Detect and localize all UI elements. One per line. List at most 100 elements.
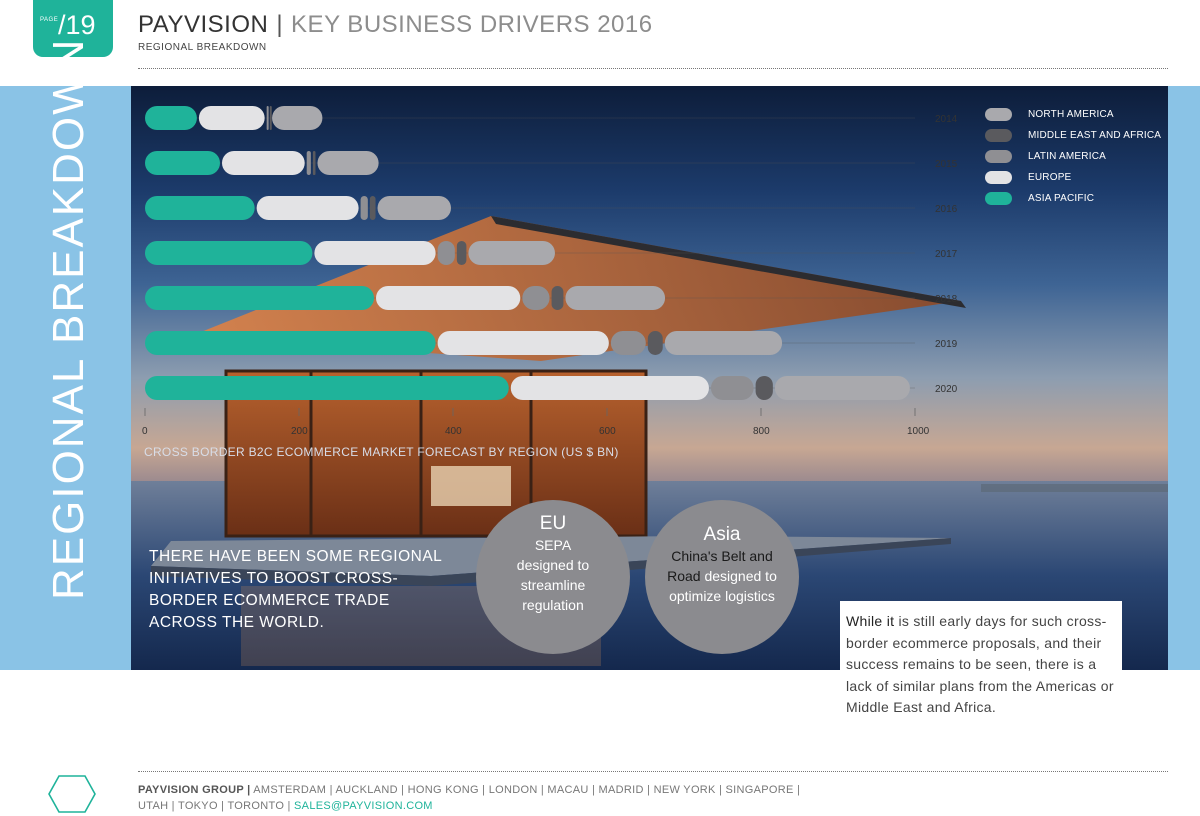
bar-middle-east-and-africa-2016: [369, 196, 376, 220]
page-number: /19: [58, 10, 96, 40]
bar-latin-america-2016: [360, 196, 368, 220]
bar-europe-2016: [256, 196, 359, 220]
bar-north-america-2019: [664, 331, 783, 355]
bar-latin-america-2014: [266, 106, 269, 130]
bar-north-america-2017: [468, 241, 555, 265]
bar-middle-east-and-africa-2014: [269, 106, 272, 130]
bar-latin-america-2017: [437, 241, 455, 265]
footer-cities: AMSTERDAM | AUCKLAND | HONG KONG | LONDO…: [250, 784, 801, 796]
brand-name: PAYVISION: [138, 11, 269, 38]
bar-asia-pacific-2015: [145, 151, 220, 175]
eu-bubble-title: EU: [539, 513, 567, 534]
year-label-2017: 2017: [935, 249, 958, 260]
bar-middle-east-and-africa-2018: [551, 286, 564, 310]
chart-x-axis-label: CROSS BORDER B2C ECOMMERCE MARKET FORECA…: [144, 445, 619, 459]
bar-latin-america-2020: [710, 376, 754, 400]
year-label-2015: 2015: [935, 159, 958, 170]
bar-asia-pacific-2020: [145, 376, 509, 400]
page-subtitle: REGIONAL BREAKDOWN: [138, 42, 267, 53]
year-label-2020: 2020: [935, 384, 958, 395]
note-lead: While it: [846, 613, 895, 629]
note-body: is still early days for such cross-borde…: [846, 613, 1114, 715]
x-tick-label: 1000: [907, 426, 930, 437]
intro-text: THERE HAVE BEEN SOME REGIONAL INITIATIVE…: [149, 548, 442, 631]
legend-label: NORTH AMERICA: [1028, 109, 1114, 120]
footer-email-link[interactable]: SALES@PAYVISION.COM: [294, 800, 433, 812]
bar-asia-pacific-2016: [145, 196, 255, 220]
legend-label: LATIN AMERICA: [1028, 151, 1106, 162]
x-tick-label: 600: [599, 426, 616, 437]
eu-bubble-line: regulation: [522, 597, 584, 613]
side-title: REGIONAL BREAKDOWN: [44, 37, 93, 600]
x-tick-label: 0: [142, 426, 148, 437]
section-title: KEY BUSINESS DRIVERS 2016: [291, 11, 653, 38]
year-label-2016: 2016: [935, 204, 958, 215]
bar-europe-2018: [376, 286, 521, 310]
header-divider: [138, 68, 1168, 69]
hexagon-logo-icon: [48, 775, 96, 813]
eu-bubble-line: SEPA: [534, 537, 572, 553]
bar-latin-america-2015: [306, 151, 311, 175]
legend-swatch: [985, 171, 1012, 184]
asia-bubble-line: Road designed to: [645, 566, 799, 586]
legend-item: NORTH AMERICA: [985, 104, 1161, 125]
x-tick-label: 800: [753, 426, 770, 437]
legend-item: MIDDLE EAST AND AFRICA: [985, 125, 1161, 146]
bar-asia-pacific-2014: [145, 106, 197, 130]
bar-asia-pacific-2017: [145, 241, 313, 265]
bar-north-america-2015: [317, 151, 379, 175]
bar-asia-pacific-2018: [145, 286, 374, 310]
year-label-2014: 2014: [935, 114, 958, 125]
page-label: PAGE: [40, 17, 59, 23]
legend-label: ASIA PACIFIC: [1028, 193, 1095, 204]
legend-swatch: [985, 108, 1012, 121]
asia-bubble-text: designed to: [700, 568, 777, 584]
eu-bubble-line: streamline: [520, 577, 586, 593]
bar-europe-2020: [510, 376, 709, 400]
footer-brand: PAYVISION GROUP |: [138, 784, 251, 796]
legend-item: ASIA PACIFIC: [985, 188, 1161, 209]
bar-europe-2017: [314, 241, 436, 265]
page-number-badge: PAGE /19: [33, 0, 113, 57]
legend-item: EUROPE: [985, 167, 1161, 188]
title-separator: |: [276, 11, 284, 38]
eu-bubble: EU SEPA designed to streamline regulatio…: [476, 500, 630, 654]
asia-bubble-line: optimize logistics: [669, 588, 775, 604]
bar-europe-2015: [222, 151, 305, 175]
year-label-2018: 2018: [935, 294, 958, 305]
bar-middle-east-and-africa-2015: [312, 151, 316, 175]
legend-swatch: [985, 129, 1012, 142]
bar-latin-america-2019: [610, 331, 646, 355]
asia-bubble-line: China's Belt and: [671, 548, 773, 564]
legend-label: MIDDLE EAST AND AFRICA: [1028, 130, 1162, 141]
footer-offices: PAYVISION GROUP | AMSTERDAM | AUCKLAND |…: [138, 782, 838, 814]
eu-bubble-line: designed to: [516, 557, 590, 573]
bar-europe-2014: [198, 106, 265, 130]
bar-north-america-2018: [565, 286, 666, 310]
asia-bubble: Asia China's Belt and Road designed to o…: [645, 500, 799, 654]
note-box: While it is still early days for such cr…: [840, 601, 1122, 741]
bar-latin-america-2018: [522, 286, 550, 310]
bar-north-america-2016: [377, 196, 451, 220]
bar-north-america-2020: [774, 376, 910, 400]
chart-legend: NORTH AMERICA MIDDLE EAST AND AFRICA LAT…: [985, 104, 1161, 209]
bar-chart: 2014 2015 2016 2017 2018 2019 2020 0 200 400 600 80…: [142, 106, 958, 437]
bar-middle-east-and-africa-2017: [456, 241, 467, 265]
x-tick-label: 200: [291, 426, 308, 437]
asia-bubble-title: Asia: [703, 524, 741, 545]
bar-north-america-2014: [272, 106, 323, 130]
legend-label: EUROPE: [1028, 172, 1072, 183]
asia-bubble-highlight: Road: [667, 568, 701, 584]
bar-middle-east-and-africa-2020: [755, 376, 773, 400]
footer-divider: [138, 771, 1168, 772]
bar-europe-2019: [437, 331, 609, 355]
legend-swatch: [985, 192, 1012, 205]
legend-swatch: [985, 150, 1012, 163]
bar-middle-east-and-africa-2019: [647, 331, 663, 355]
footer-cities: UTAH | TOKYO | TORONTO |: [138, 800, 295, 812]
bar-asia-pacific-2019: [145, 331, 436, 355]
legend-item: LATIN AMERICA: [985, 146, 1161, 167]
year-label-2019: 2019: [935, 339, 958, 350]
x-tick-label: 400: [445, 426, 462, 437]
